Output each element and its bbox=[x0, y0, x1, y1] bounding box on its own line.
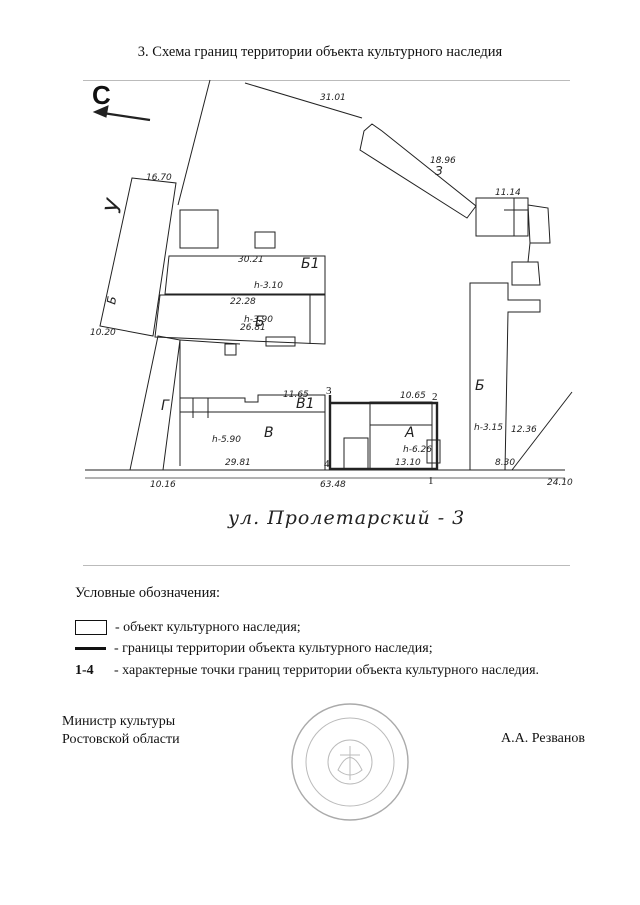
svg-text:18.96: 18.96 bbox=[430, 156, 456, 166]
map-top-rule bbox=[83, 80, 570, 81]
north-label: С bbox=[92, 80, 111, 110]
svg-text:29.81: 29.81 bbox=[225, 458, 251, 468]
svg-text:11.14: 11.14 bbox=[495, 188, 521, 198]
svg-text:h-3.15: h-3.15 bbox=[474, 423, 503, 433]
point-4-label: 4 bbox=[324, 458, 330, 470]
svg-text:Г: Г bbox=[161, 398, 170, 414]
svg-text:А: А bbox=[404, 425, 415, 441]
box-symbol-icon bbox=[75, 620, 107, 636]
official-seal-stamp bbox=[291, 703, 409, 821]
document-title: 3. Схема границ территории объекта культ… bbox=[137, 44, 503, 60]
point-1-label: 1 bbox=[428, 475, 434, 487]
svg-text:63.48: 63.48 bbox=[320, 480, 346, 490]
svg-text:22.28: 22.28 bbox=[230, 297, 256, 307]
point-3-label: 3 bbox=[326, 385, 332, 397]
svg-text:h-3.10: h-3.10 bbox=[254, 281, 283, 291]
signatory-name: А.А. Резванов bbox=[501, 731, 585, 746]
svg-text:Б: Б bbox=[475, 378, 485, 394]
svg-text:13.10: 13.10 bbox=[395, 458, 421, 468]
street-label: ул. Пролетарский - 3 bbox=[228, 507, 466, 529]
svg-text:10.20: 10.20 bbox=[90, 328, 116, 338]
legend-heading: Условные обозначения: bbox=[75, 585, 221, 601]
svg-text:26.81: 26.81 bbox=[240, 323, 266, 333]
svg-text:16.70: 16.70 bbox=[146, 173, 172, 183]
svg-text:24.10: 24.10 bbox=[547, 478, 573, 488]
legend-item-points: 1-4- характерные точки границ территории… bbox=[75, 663, 540, 678]
svg-text:Б: Б bbox=[104, 295, 119, 306]
svg-text:11.65: 11.65 bbox=[283, 390, 309, 400]
points-symbol: 1-4 bbox=[75, 663, 94, 678]
svg-text:h-6.26: h-6.26 bbox=[403, 445, 432, 455]
legend-item-object: - объект культурного наследия; bbox=[75, 620, 301, 636]
north-arrow-icon bbox=[92, 105, 151, 122]
svg-text:h-3.90: h-3.90 bbox=[244, 315, 273, 325]
point-2-label: 2 bbox=[432, 391, 438, 403]
map-bottom-rule bbox=[83, 565, 570, 566]
svg-text:З: З bbox=[435, 164, 443, 178]
svg-text:31.01: 31.01 bbox=[320, 93, 346, 103]
svg-text:10.65: 10.65 bbox=[400, 391, 426, 401]
svg-text:8.30: 8.30 bbox=[495, 458, 515, 468]
svg-text:30.21: 30.21 bbox=[238, 255, 264, 265]
svg-text:У: У bbox=[101, 196, 128, 215]
svg-text:h-5.90: h-5.90 bbox=[212, 435, 241, 445]
svg-text:Б1: Б1 bbox=[301, 256, 320, 272]
svg-text:12.36: 12.36 bbox=[511, 425, 537, 435]
legend-item-boundary: - границы территории объекта культурного… bbox=[75, 641, 433, 657]
signatory-position: Министр культуры Ростовской области bbox=[62, 714, 180, 747]
svg-text:В: В bbox=[264, 425, 274, 441]
svg-text:10.16: 10.16 bbox=[150, 480, 176, 490]
svg-text:В1: В1 bbox=[296, 396, 315, 412]
svg-text:Б: Б bbox=[255, 314, 265, 330]
line-symbol-icon bbox=[75, 647, 106, 651]
